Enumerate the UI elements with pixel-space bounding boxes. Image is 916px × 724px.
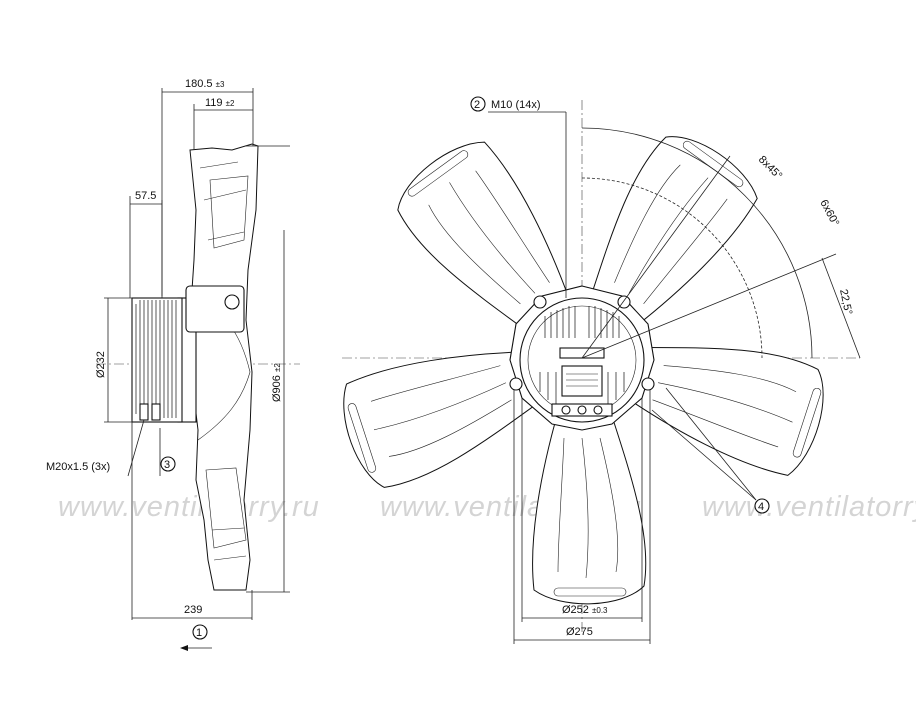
- callout-3: 3: [164, 459, 170, 471]
- dim-bolt-circle: Ø252 ±0.3: [562, 604, 608, 616]
- fan-blade: [625, 346, 824, 476]
- dim-total-depth: 239: [184, 604, 202, 616]
- hub-label-lines: [566, 373, 598, 387]
- side-view: 180.5 ±3 119 ±2 57.5 Ø232 Ø906 ±2 M20x1.…: [46, 78, 300, 651]
- mount-thread-label: M10 (14x): [491, 99, 541, 111]
- dim-overall-depth: 180.5 ±3: [185, 78, 225, 90]
- mount-lug: [533, 295, 547, 309]
- airflow-arrow-head: [180, 645, 188, 651]
- hub-fin-pattern: [539, 306, 625, 404]
- side-blade-upper-panel: [209, 175, 249, 249]
- callout-2-circle: [470, 96, 486, 112]
- angle-ray: [581, 155, 731, 359]
- angle-6x60: 6x60°: [817, 198, 841, 229]
- fan-blade: [532, 409, 647, 605]
- callout-1: 1: [196, 627, 202, 639]
- dim-motor-diameter: Ø232: [95, 351, 107, 378]
- hub-gland: [561, 405, 571, 415]
- side-blade-lower-panel: [205, 467, 247, 549]
- dim-motor-offset: 57.5: [135, 190, 156, 202]
- cable-gland-leader: [127, 419, 145, 477]
- callout-4: 4: [758, 501, 764, 513]
- hub-ring: [519, 297, 645, 423]
- dim-hub-diameter: Ø275: [566, 626, 593, 638]
- callout-4-leader: [665, 387, 757, 501]
- side-hub-bolt: [224, 294, 240, 310]
- angle-ray: [581, 253, 837, 359]
- front-view: 8x45° 6x60° 22,5° 2 M10 (14x) 4 Ø252 ±0.…: [342, 96, 861, 644]
- callout-1-circle: [192, 624, 208, 640]
- hub-label-plate: [561, 365, 603, 397]
- watermark-text: www.ventilatorry.ru: [702, 491, 916, 523]
- side-motor-fins: [135, 300, 177, 418]
- hub-gland: [593, 405, 603, 415]
- side-blade-profile: [189, 143, 259, 591]
- angle-8x45: 8x45°: [756, 154, 784, 182]
- side-blade-ribs: [199, 161, 247, 561]
- dim-blade-depth: 119 ±2: [205, 97, 235, 109]
- callout-3-circle: [160, 456, 176, 472]
- side-cable-gland: [139, 403, 149, 421]
- watermark-row: www.ventilatorry.ru www.ventilatorry.ru …: [58, 491, 916, 523]
- side-motor-body: [131, 297, 183, 423]
- callout-4-circle: [754, 498, 770, 514]
- fan-blade: [397, 141, 571, 334]
- side-cable-gland: [151, 403, 161, 421]
- watermark-text: www.ventilatorry.ru: [58, 491, 320, 523]
- hub-gland: [577, 405, 587, 415]
- mount-lug: [641, 377, 655, 391]
- callout-4-leader: [651, 409, 757, 501]
- side-hub-boss: [185, 285, 245, 333]
- dim-fan-diameter: Ø906 ±2: [271, 363, 283, 402]
- fan-blade: [343, 351, 542, 488]
- hub-nameplate: [559, 347, 605, 359]
- angle-arc-inner: [581, 177, 763, 359]
- angle-22-5: 22,5°: [837, 288, 854, 316]
- angle-arc-outer: [581, 127, 813, 359]
- callout-2: 2: [474, 99, 480, 111]
- angle-ray-225: [821, 257, 861, 359]
- mount-lug: [509, 377, 523, 391]
- cable-gland-label: M20x1.5 (3x): [46, 461, 110, 473]
